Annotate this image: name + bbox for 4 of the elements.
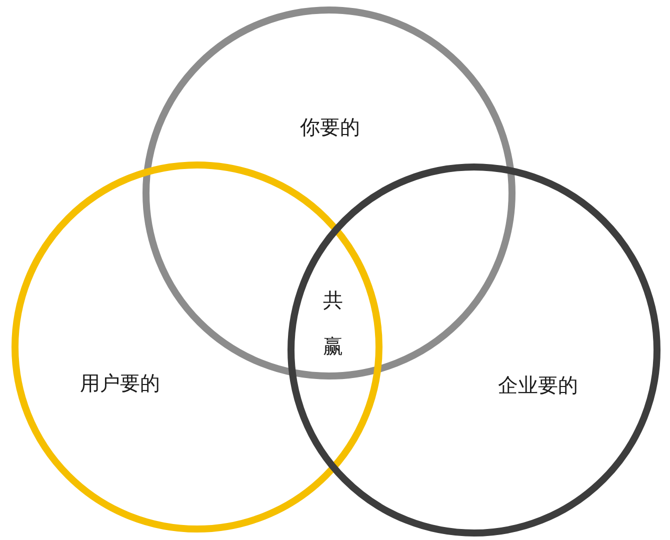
- circle-label: 你要的: [300, 114, 360, 140]
- circle-label: 企业要的: [498, 372, 578, 398]
- overlap-label: 共赢: [322, 287, 344, 360]
- circle-label: 用户要的: [80, 370, 160, 396]
